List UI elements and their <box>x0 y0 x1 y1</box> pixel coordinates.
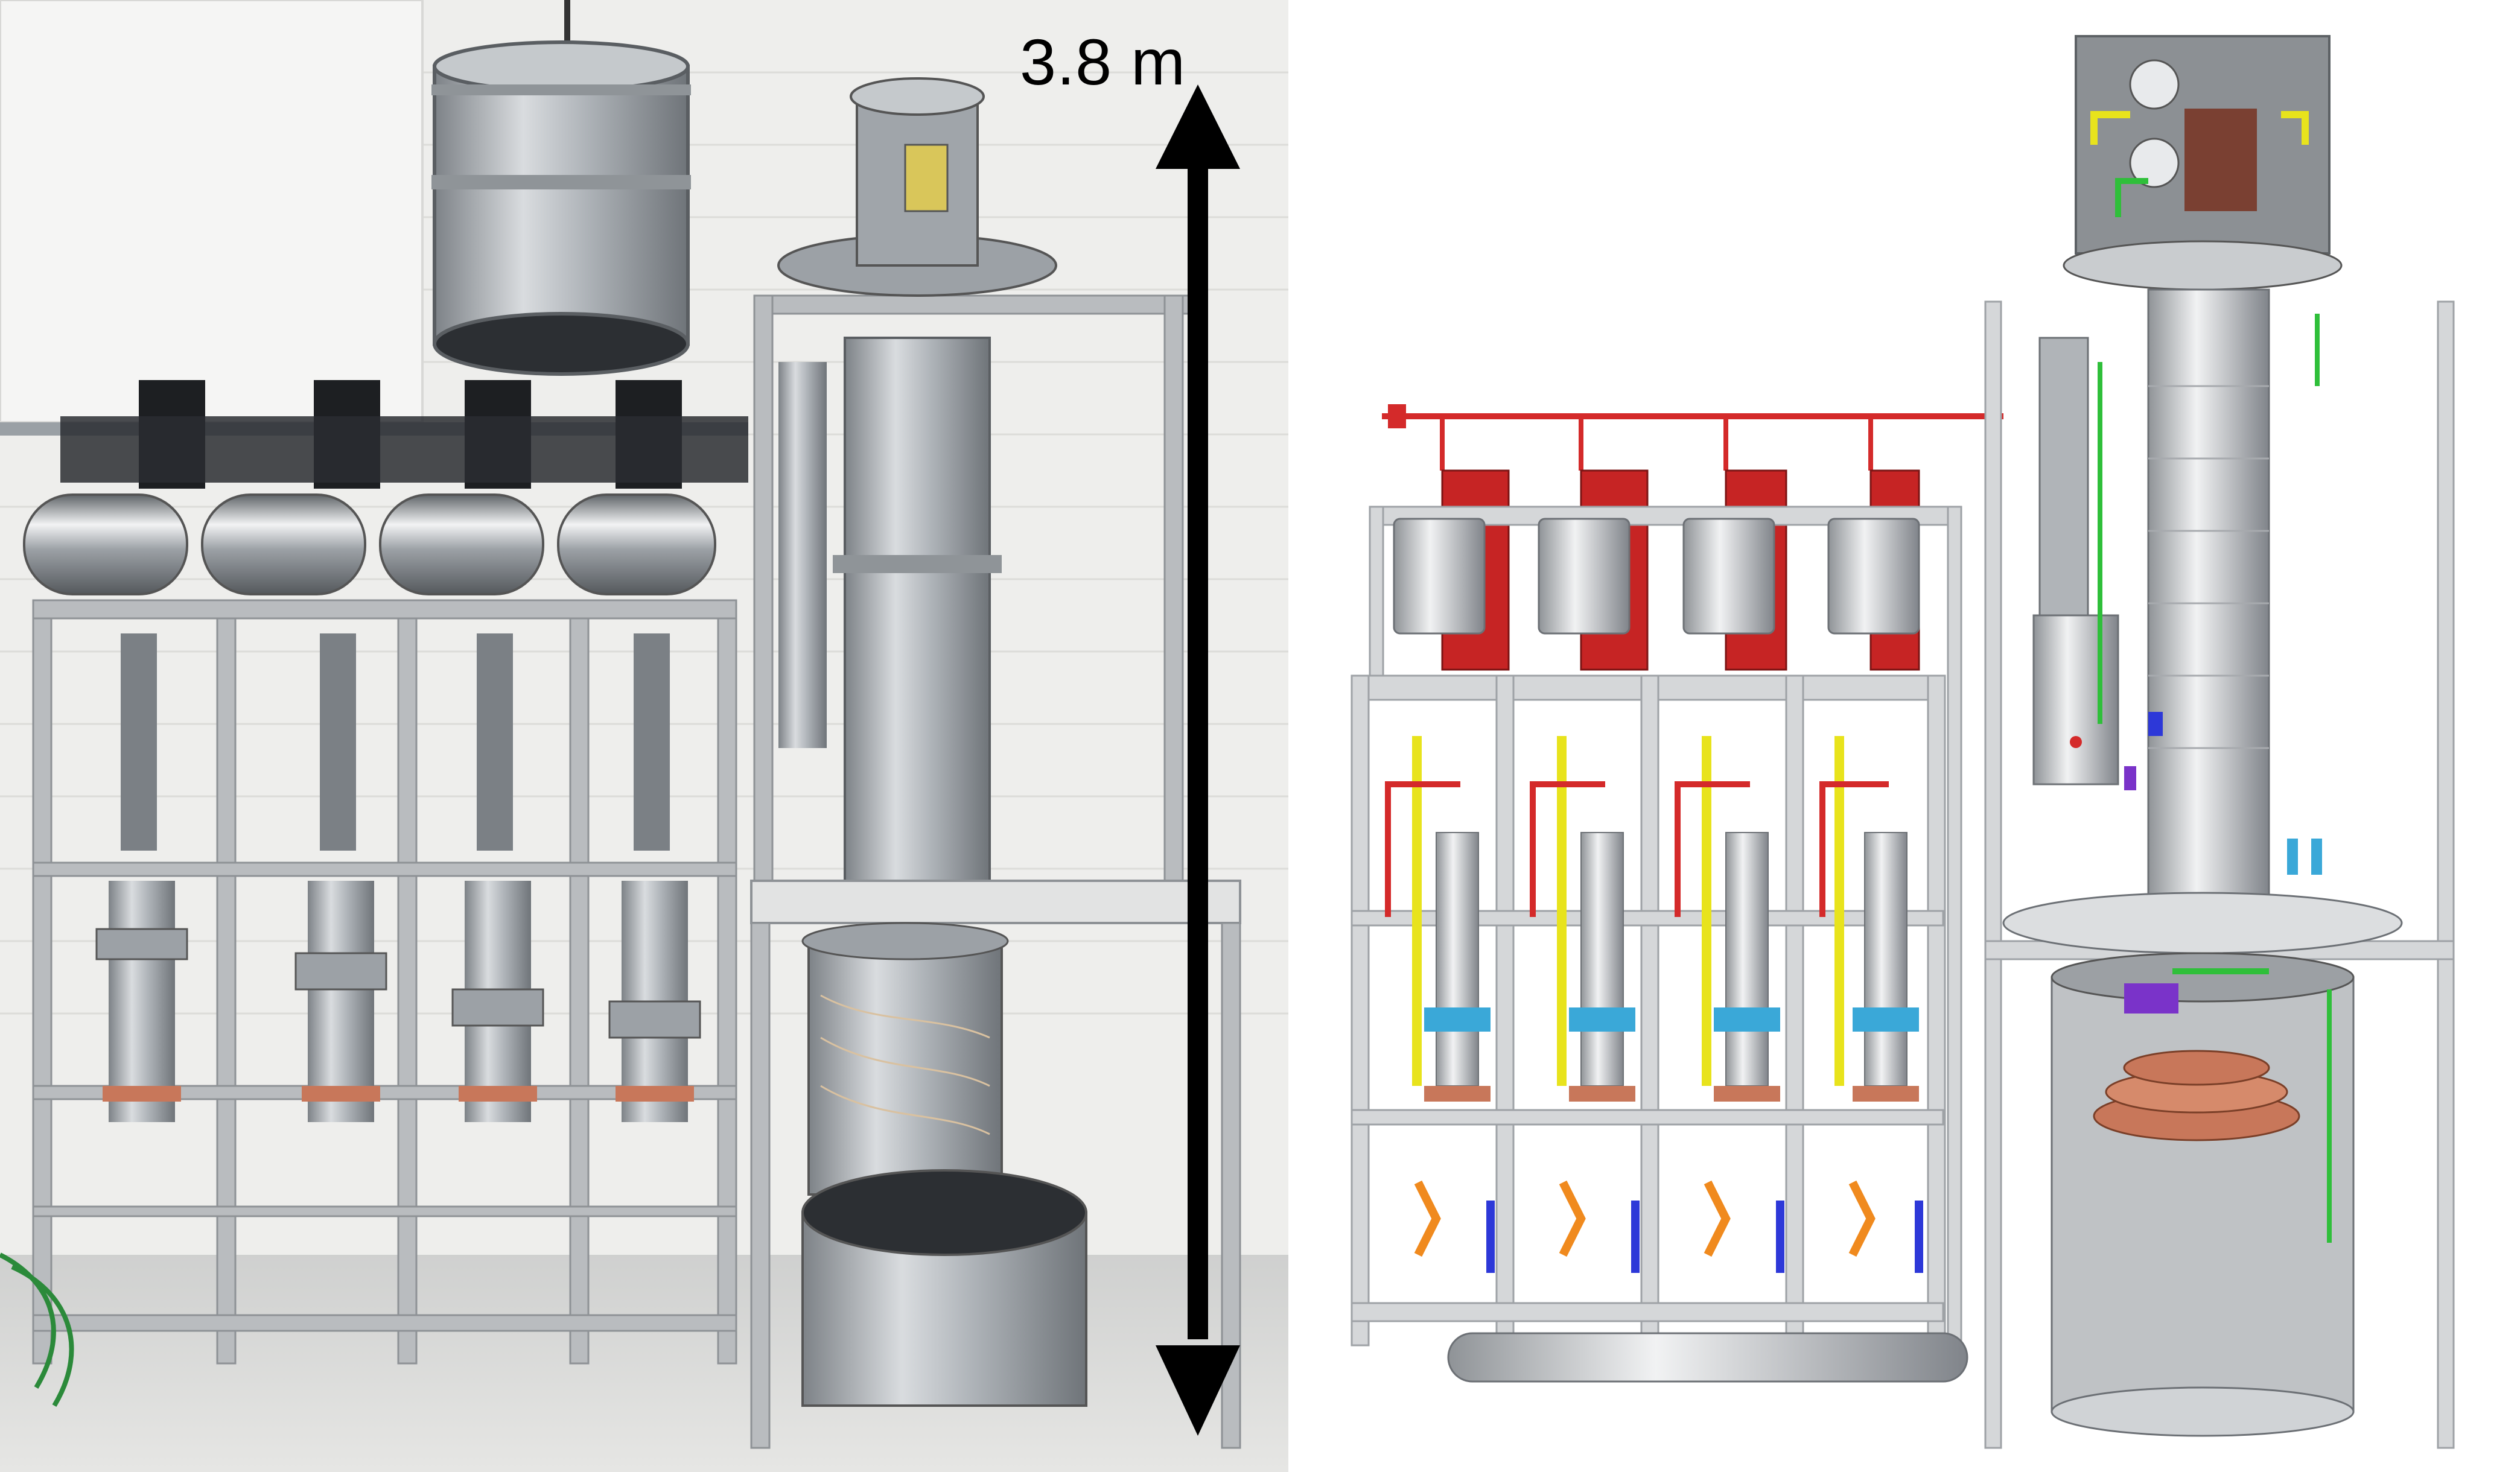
hanging-vacuum-can <box>431 0 691 376</box>
column-frames <box>32 599 737 1365</box>
top-manifold <box>0 380 748 489</box>
column-frames-render <box>1351 674 1946 1347</box>
apparatus-cad-render <box>1288 0 2520 1472</box>
buffer-tanks <box>23 493 716 595</box>
height-arrow <box>1156 84 1240 1436</box>
wall-panel <box>0 0 424 424</box>
height-label: 3.8 m <box>1020 25 1186 98</box>
render-illustration <box>1351 35 2455 1449</box>
main-cryostat <box>750 77 1241 1449</box>
upper-frame <box>1369 506 1962 1353</box>
column-details-render <box>1385 736 1923 1273</box>
bottom-tank <box>1447 1332 1968 1383</box>
apparatus-photograph: 3.8 m <box>0 0 1288 1472</box>
floor-cables <box>0 1252 74 1407</box>
column-internals <box>95 633 701 1122</box>
red-manifold <box>1382 404 2003 471</box>
photo-illustration <box>0 0 1288 1472</box>
floor <box>0 1255 1288 1472</box>
main-cryostat-cutaway <box>1984 35 2455 1449</box>
